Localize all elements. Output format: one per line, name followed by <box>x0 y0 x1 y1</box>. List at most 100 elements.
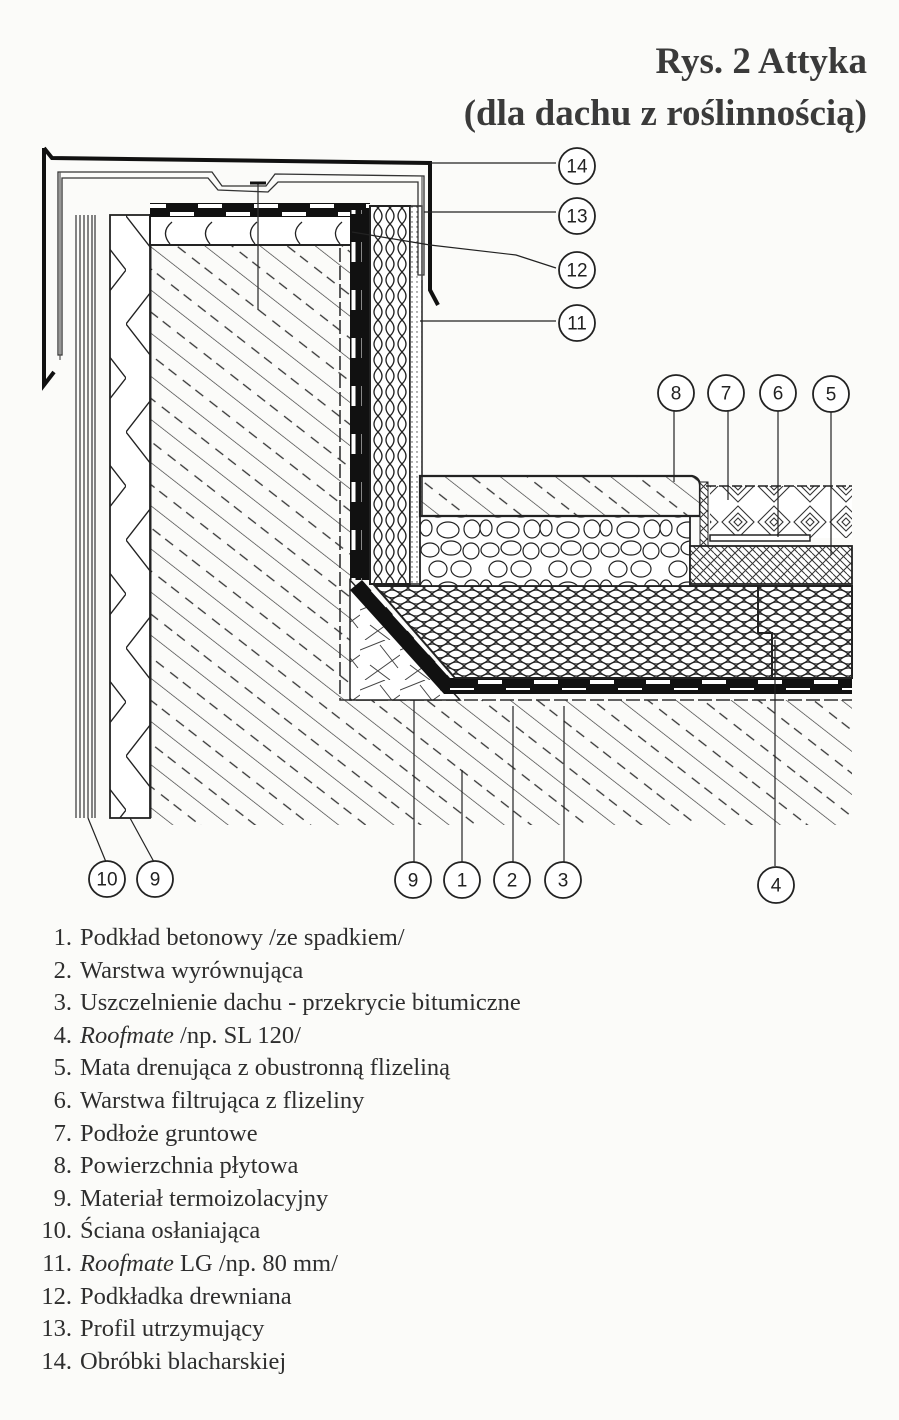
svg-text:2: 2 <box>507 871 518 892</box>
legend-item: 12. Podkładka drewniana <box>18 1281 521 1314</box>
legend-item: 1. Podkład betonowy /ze spadkiem/ <box>18 922 521 955</box>
callout-4: 4 <box>757 866 795 904</box>
callout-3: 3 <box>544 861 582 899</box>
legend-item: 10. Ściana osłaniająca <box>18 1215 521 1248</box>
svg-text:12: 12 <box>566 261 587 282</box>
legend-brand: Roofmate <box>80 1249 174 1277</box>
svg-text:13: 13 <box>566 207 587 228</box>
legend-description: Warstwa wyrównująca <box>80 956 304 984</box>
legend-number: 2. <box>53 956 72 984</box>
legend-number: 5. <box>53 1054 72 1082</box>
svg-text:4: 4 <box>771 876 782 897</box>
legend-number: 13. <box>41 1315 72 1343</box>
legend-item: 5. Mata drenująca z obustronną flizeliną <box>18 1052 521 1085</box>
legend-number: 7. <box>53 1119 72 1147</box>
callout-12: 12 <box>558 251 596 289</box>
legend-text: Obróbki blacharskiej <box>80 1346 286 1379</box>
legend-text: Materiał termoizolacyjny <box>80 1183 328 1216</box>
legend-description: Obróbki blacharskiej <box>80 1347 287 1375</box>
callout-13: 13 <box>558 197 596 235</box>
callout-9-right: 9 <box>394 861 432 899</box>
legend-item: 7. Podłoże gruntowe <box>18 1118 521 1151</box>
callout-5: 5 <box>812 375 850 413</box>
legend-item: 13. Profil utrzymujący <box>18 1313 521 1346</box>
legend-number: 6. <box>53 1086 72 1114</box>
legend-description: Mata drenująca z obustronną flizeliną <box>80 1054 451 1082</box>
svg-text:3: 3 <box>558 871 569 892</box>
callout-14: 14 <box>558 147 596 185</box>
drainage-mat <box>689 545 853 585</box>
svg-text:7: 7 <box>721 384 732 405</box>
legend-text: Uszczelnienie dachu - przekrycie bitumic… <box>80 987 521 1020</box>
legend-description: Materiał termoizolacyjny <box>80 1184 329 1212</box>
legend-description: Profil utrzymujący <box>80 1315 265 1343</box>
concrete-base <box>150 228 852 825</box>
svg-text:6: 6 <box>773 384 784 405</box>
soil-layer <box>710 486 852 538</box>
svg-text:5: 5 <box>826 385 837 406</box>
callout-10: 10 <box>88 860 126 898</box>
legend-text: Roofmate LG /np. 80 mm/ <box>80 1248 338 1281</box>
gravel-bed <box>419 515 691 587</box>
cladding-wall <box>75 215 96 818</box>
legend-number: 4. <box>53 1021 72 1049</box>
legend-description: /np. SL 120/ <box>173 1021 301 1049</box>
legend-number: 9. <box>53 1184 72 1212</box>
legend-description: Podkład betonowy /ze spadkiem/ <box>80 924 405 951</box>
legend-text: Podłoże gruntowe <box>80 1118 258 1151</box>
wooden-blocks <box>149 214 353 246</box>
callout-6: 6 <box>759 374 797 412</box>
svg-text:1: 1 <box>457 871 468 892</box>
callout-1: 1 <box>443 861 481 899</box>
svg-text:14: 14 <box>566 157 588 178</box>
callout-8: 8 <box>657 374 695 412</box>
legend-text: Warstwa filtrująca z flizeliny <box>80 1085 364 1118</box>
legend-item: 9. Materiał termoizolacyjny <box>18 1183 521 1216</box>
legend-number: 11. <box>42 1249 72 1277</box>
legend-list: 1. Podkład betonowy /ze spadkiem/2. Warstw… <box>18 922 521 1379</box>
legend-description: Powierzchnia płytowa <box>80 1152 299 1180</box>
legend-number: 12. <box>41 1282 72 1310</box>
callout-7: 7 <box>707 374 745 412</box>
legend-text: Podkładka drewniana <box>80 1281 292 1314</box>
svg-text:9: 9 <box>150 870 161 891</box>
legend-description: Uszczelnienie dachu - przekrycie bitumic… <box>80 989 521 1017</box>
legend-brand: Roofmate <box>80 1021 174 1049</box>
legend-text: Ściana osłaniająca <box>80 1215 260 1248</box>
legend-number: 8. <box>53 1152 72 1180</box>
svg-text:11: 11 <box>567 314 587 335</box>
legend-item: 2. Warstwa wyrównująca <box>18 955 521 988</box>
roof-xps-4 <box>372 585 853 679</box>
legend-description: Podłoże gruntowe <box>80 1119 258 1147</box>
legend-number: 14. <box>41 1347 72 1375</box>
legend-text: Mata drenująca z obustronną flizeliną <box>80 1052 450 1085</box>
legend-item: 14. Obróbki blacharskiej <box>18 1346 521 1379</box>
legend-number: 10. <box>41 1217 72 1245</box>
legend-description: LG /np. 80 mm/ <box>173 1249 338 1277</box>
legend-description: Podkładka drewniana <box>80 1282 292 1310</box>
legend-text: Podkład betonowy /ze spadkiem/ <box>80 922 405 955</box>
filter-layer <box>709 534 811 542</box>
svg-text:8: 8 <box>671 384 682 405</box>
holding-profile <box>59 172 423 360</box>
legend-item: 3. Uszczelnienie dachu - przekrycie bitum… <box>18 987 521 1020</box>
vertical-xps-11 <box>369 205 411 585</box>
attic-section-drawing: 14 13 12 11 8 7 6 5 10 9 9 1 2 3 4 <box>42 146 853 904</box>
legend-text: Powierzchnia płytowa <box>80 1150 298 1183</box>
svg-text:10: 10 <box>96 870 117 891</box>
paving-slab <box>418 474 702 518</box>
legend-item: 4. Roofmate /np. SL 120/ <box>18 1020 521 1053</box>
callout-9-left: 9 <box>136 860 174 898</box>
legend-description: Ściana osłaniająca <box>80 1217 261 1245</box>
legend-item: 11. Roofmate LG /np. 80 mm/ <box>18 1248 521 1281</box>
callout-11: 11 <box>558 304 596 342</box>
legend-description: Warstwa filtrująca z flizeliny <box>80 1086 365 1114</box>
callout-2: 2 <box>493 861 531 899</box>
legend-text: Roofmate /np. SL 120/ <box>80 1020 301 1053</box>
legend-item: 6. Warstwa filtrująca z flizeliny <box>18 1085 521 1118</box>
figure-subtitle: (dla dachu z roślinnością) <box>463 93 867 134</box>
legend-text: Warstwa wyrównująca <box>80 955 303 988</box>
legend-number: 3. <box>53 989 72 1017</box>
legend-number: 1. <box>53 924 72 951</box>
figure-title: Rys. 2 Attyka <box>655 41 867 82</box>
